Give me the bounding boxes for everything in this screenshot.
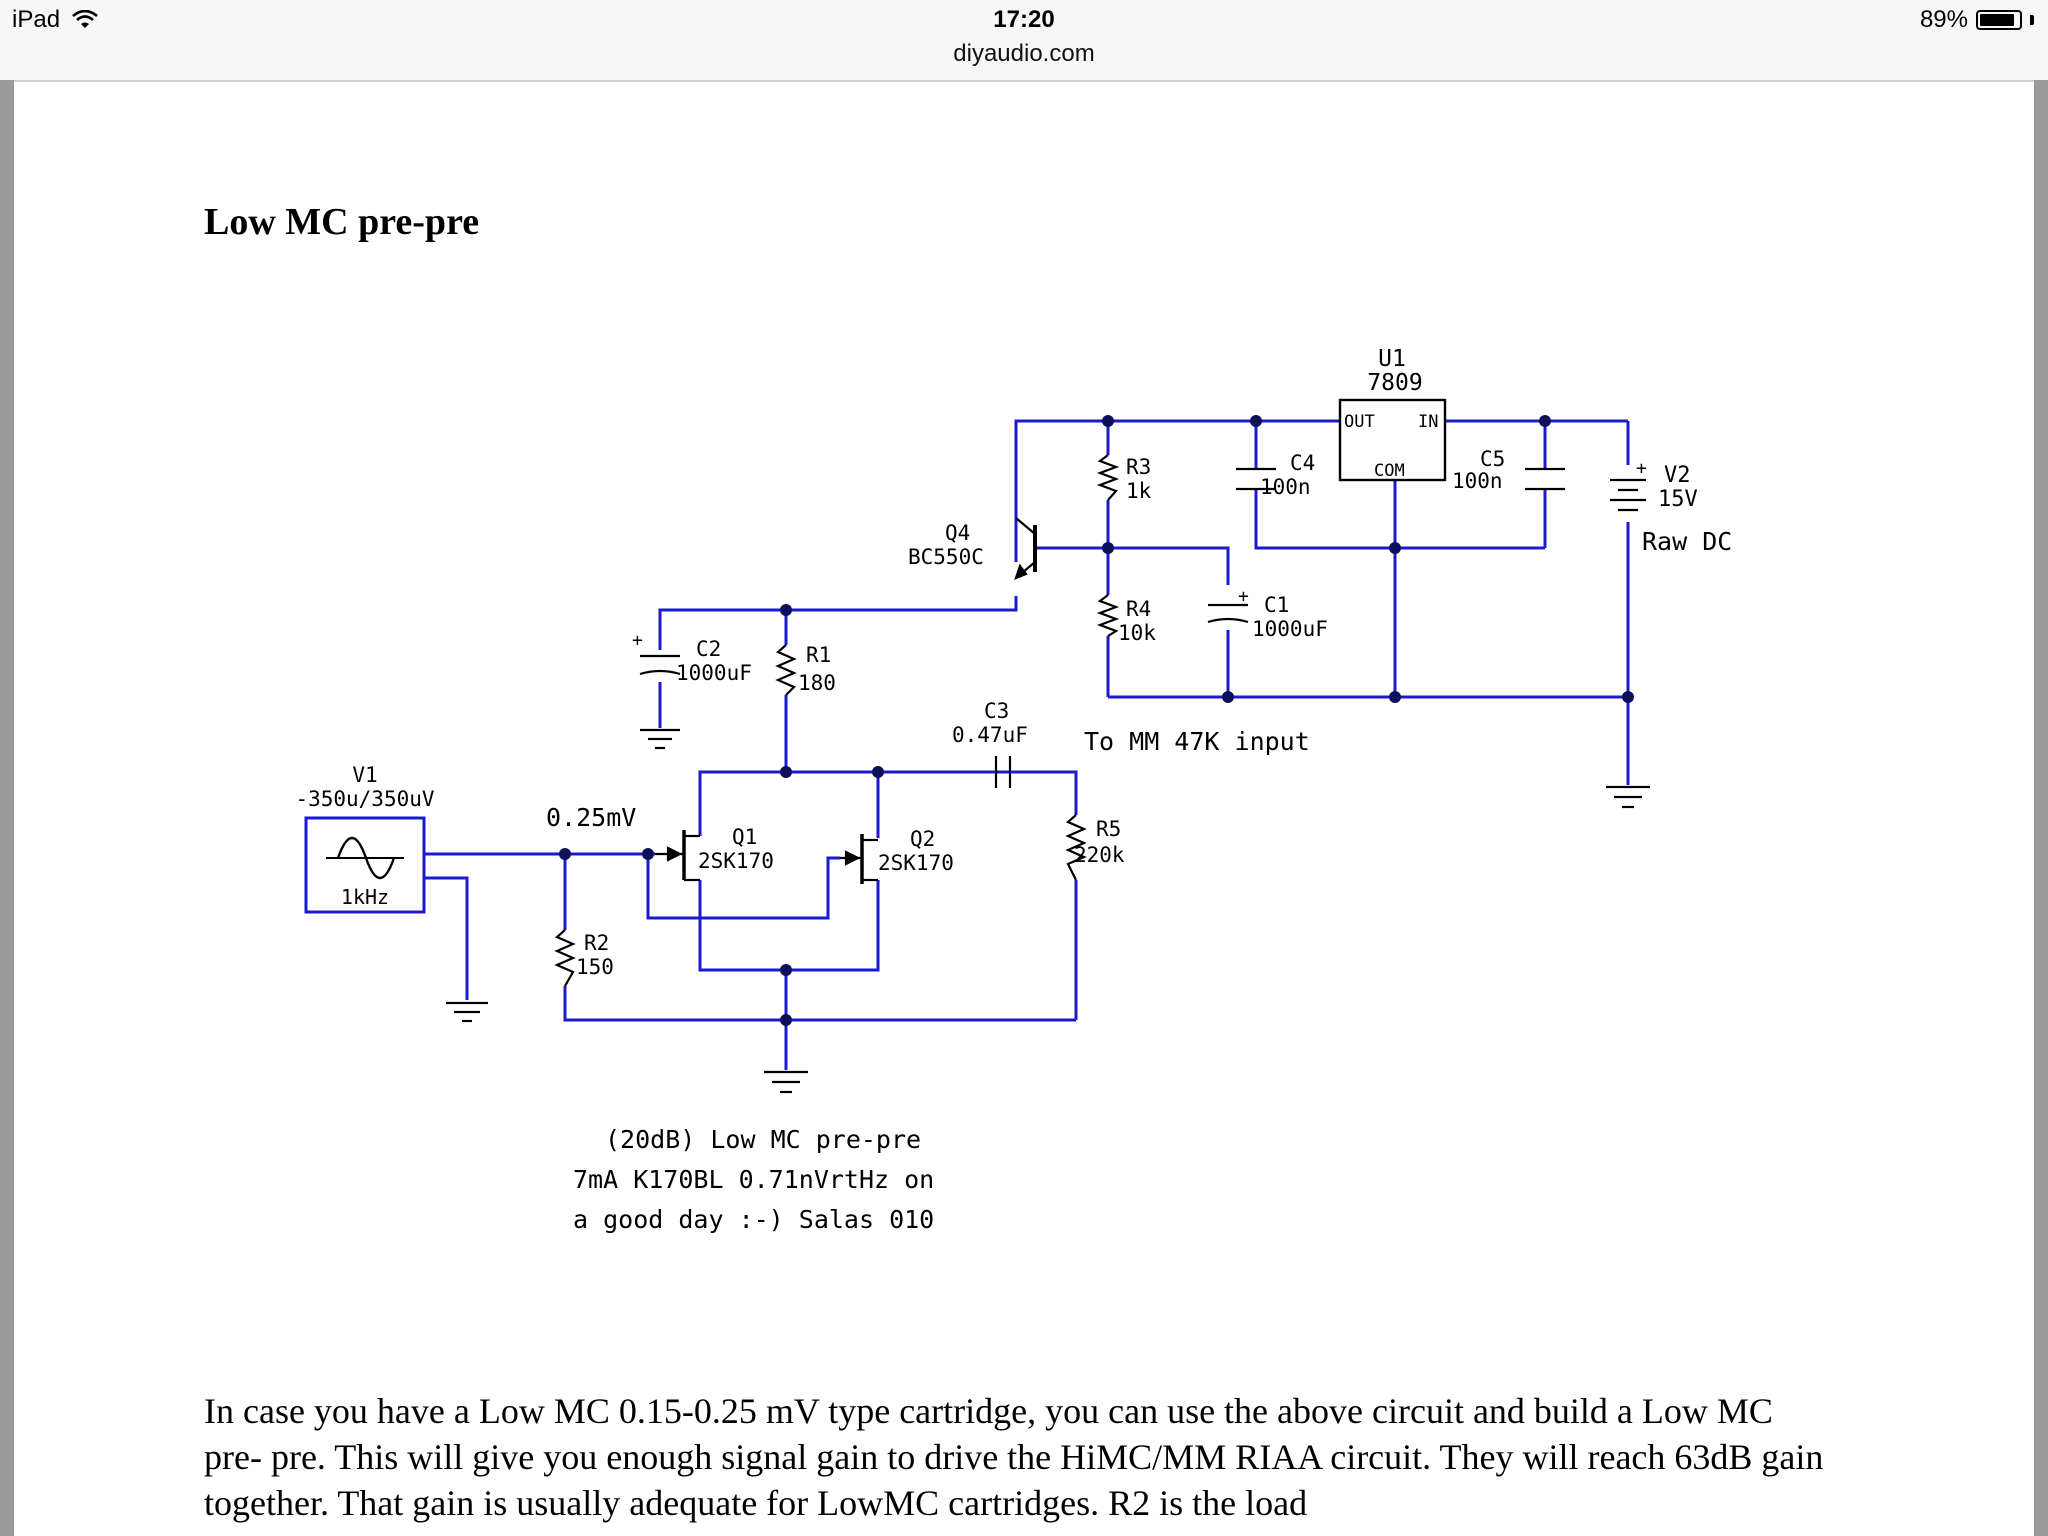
status-left: iPad — [12, 6, 98, 34]
battery-nub — [2030, 15, 2034, 25]
clock: 17:20 — [993, 6, 1055, 33]
resistor-r1 — [775, 644, 797, 696]
wire-ground-rail — [563, 986, 1076, 1022]
wire-q1-source — [698, 880, 880, 972]
label-c4-value: 100n — [1260, 475, 1311, 499]
wire-c3-r5 — [1035, 770, 1078, 815]
wire-v1-return — [425, 876, 469, 1000]
battery-fill — [1980, 14, 2014, 26]
wire-emitter-rail — [658, 596, 1018, 650]
label-c5: C5 — [1480, 447, 1505, 471]
label-v1-value: -350u/350uV — [295, 787, 434, 811]
components — [554, 398, 1646, 987]
ground-icon-v2 — [1606, 785, 1650, 809]
wire-top-rail-left — [1014, 419, 1340, 562]
label-u1: U1 — [1378, 346, 1406, 372]
wire-drain-rail — [698, 770, 1074, 836]
battery-icon — [1976, 10, 2022, 30]
wire-c4-bottom — [1254, 490, 1545, 550]
label-v2-value: 15V — [1658, 487, 1698, 512]
label-r1: R1 — [806, 643, 831, 667]
wire-q2-gate — [646, 854, 840, 920]
label-r5: R5 — [1096, 817, 1121, 841]
wifi-icon — [72, 10, 98, 28]
label-v1: V1 — [352, 763, 377, 787]
junctions — [559, 415, 1634, 1026]
q4-emitter-arrow — [1014, 563, 1028, 580]
cap-c1-plate-b — [1207, 617, 1249, 624]
label-c2-plus: + — [632, 630, 643, 651]
u1-regulator — [1338, 398, 1447, 482]
label-u1-part: 7809 — [1367, 370, 1422, 396]
label-v2: V2 — [1664, 463, 1691, 488]
caption-line-1: (20dB) Low MC pre-pre — [605, 1125, 921, 1154]
device-name: iPad — [12, 6, 61, 33]
label-q2: Q2 — [910, 827, 935, 851]
label-q1-part: 2SK170 — [698, 849, 774, 873]
label-c1: C1 — [1264, 593, 1289, 617]
resistor-r2 — [554, 929, 576, 987]
sine-wave-icon — [336, 837, 396, 879]
page-margin-left — [0, 80, 14, 1536]
label-q2-part: 2SK170 — [878, 851, 954, 875]
grounds — [446, 728, 1650, 1094]
label-r1-value: 180 — [798, 671, 836, 695]
label-c2: C2 — [696, 637, 721, 661]
label-r4: R4 — [1126, 597, 1151, 621]
label-r4-value: 10k — [1118, 621, 1156, 645]
label-q1: Q1 — [732, 825, 757, 849]
label-c1-value: 1000uF — [1252, 617, 1328, 641]
label-r2-value: 150 — [576, 955, 614, 979]
label-q4: Q4 — [945, 521, 970, 545]
ground-icon-c2 — [640, 728, 680, 750]
label-u1-com: COM — [1374, 461, 1405, 481]
label-signal-level: 0.25mV — [546, 803, 636, 832]
label-u1-out: OUT — [1344, 412, 1375, 432]
status-right: 89% — [1920, 6, 2034, 34]
resistor-r4 — [1096, 594, 1120, 637]
address-bar[interactable]: diyaudio.com — [953, 40, 1095, 67]
label-v2-plus: + — [1636, 458, 1647, 479]
article-paragraph: In case you have a Low MC 0.15-0.25 mV t… — [204, 1391, 1824, 1523]
resistor-r5 — [1065, 814, 1087, 881]
labels: U1 7809 OUT IN COM R3 1k C4 100n C5 100n… — [295, 346, 1732, 1234]
cap-c2-plate-b — [639, 669, 681, 676]
caption-line-2: 7mA K170BL 0.71nVrtHz on — [573, 1165, 934, 1194]
label-r2: R2 — [584, 931, 609, 955]
label-v1-frequency: 1kHz — [341, 885, 389, 909]
label-r3: R3 — [1126, 455, 1151, 479]
label-c3-value: 0.47uF — [952, 723, 1028, 747]
label-raw-dc: Raw DC — [1642, 527, 1732, 556]
label-c2-value: 1000uF — [676, 661, 752, 685]
page-title: Low MC pre-pre — [204, 201, 480, 243]
label-u1-in: IN — [1418, 412, 1438, 432]
caption-line-3: a good day :-) Salas 010 — [573, 1205, 934, 1234]
label-r5-value: 220k — [1074, 843, 1125, 867]
ground-icon-v1 — [446, 1001, 488, 1023]
resistor-r3 — [1096, 454, 1120, 501]
q2-gate-arrow — [844, 850, 861, 866]
wire-base — [1035, 546, 1230, 585]
page-margin-right — [2034, 80, 2048, 1536]
label-q4-part: BC550C — [908, 545, 984, 569]
label-c1-plus: + — [1238, 586, 1249, 607]
v1-source — [304, 816, 426, 914]
label-c3: C3 — [984, 699, 1009, 723]
label-r3-value: 1k — [1126, 479, 1152, 503]
q4-collector — [1015, 517, 1036, 535]
label-c4: C4 — [1290, 451, 1315, 475]
wires — [425, 419, 1630, 1070]
battery-percent: 89% — [1919, 6, 1968, 33]
status-bar: iPad 17:20 diyaudio.com 89% — [0, 0, 2048, 82]
q1-gate-arrow — [666, 846, 683, 862]
ground-icon-main — [764, 1070, 808, 1094]
label-to-mm: To MM 47K input — [1084, 727, 1310, 756]
label-c5-value: 100n — [1452, 469, 1503, 493]
